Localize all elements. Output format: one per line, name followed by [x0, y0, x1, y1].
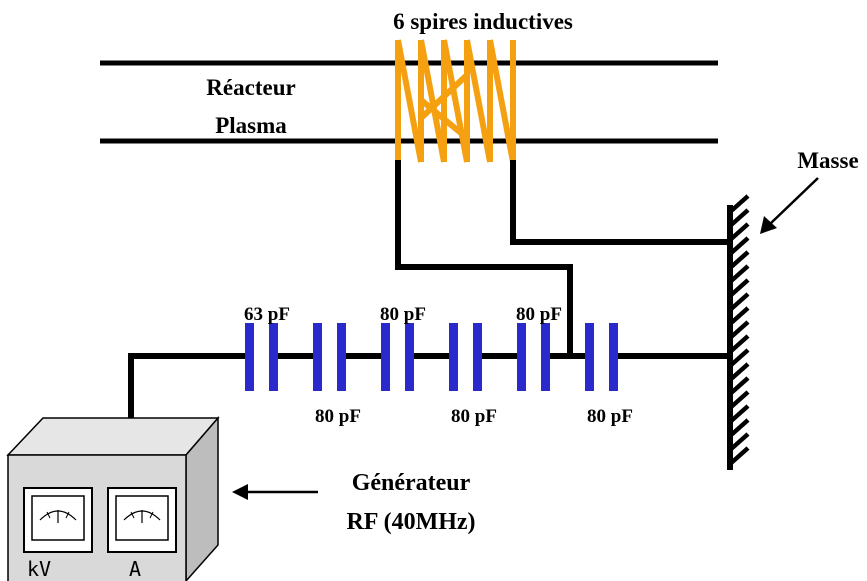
ground-hatch — [728, 390, 750, 410]
capacitor-plate — [473, 323, 482, 391]
capacitor-chain — [245, 323, 618, 391]
coil-connector — [418, 72, 470, 121]
capacitor-plate — [269, 323, 278, 391]
capacitor-label: 80 pF — [516, 304, 562, 325]
coil-connector — [487, 39, 516, 163]
generator-label-line2: RF (40MHz) — [346, 509, 475, 535]
ground-hatch — [728, 264, 750, 284]
capacitor-plate — [541, 323, 550, 391]
capacitor — [585, 323, 618, 391]
capacitor-plate — [337, 323, 346, 391]
generator-top-face — [6, 417, 220, 456]
ground-hatch — [728, 334, 750, 354]
ampere-meter-label: A — [129, 557, 141, 581]
coil-title: 6 spires inductives — [393, 9, 573, 34]
capacitor-label: 80 pF — [587, 406, 633, 427]
coil-connector — [441, 39, 470, 163]
coil-left-lead — [395, 160, 573, 357]
coil-connector — [419, 97, 469, 141]
capacitor-label: 80 pF — [451, 406, 497, 427]
capacitor-label: 80 pF — [315, 406, 361, 427]
generator-arrow — [232, 484, 318, 500]
ground-hatch — [728, 376, 750, 396]
ground-hatch — [728, 348, 750, 368]
ground-hatch — [728, 292, 750, 312]
capacitor-plate — [585, 323, 594, 391]
ground-hatch — [728, 320, 750, 340]
ground-hatch — [728, 278, 750, 298]
capacitor — [517, 323, 550, 391]
ground-hatch — [728, 418, 750, 438]
ampere-meter: A — [107, 487, 177, 581]
ground-label: Masse — [797, 148, 858, 173]
generator-lead — [128, 353, 245, 418]
reactor-label-line1: Réacteur — [206, 75, 295, 100]
capacitor-plate — [313, 323, 322, 391]
capacitor — [245, 323, 278, 391]
capacitor-plate — [517, 323, 526, 391]
capacitor-plate — [405, 323, 414, 391]
ground-hatch — [728, 446, 750, 466]
coil-connector — [464, 39, 493, 163]
reactor-label-line2: Plasma — [215, 113, 287, 138]
ground-hatch — [728, 222, 750, 242]
capacitor — [313, 323, 346, 391]
capacitor — [381, 323, 414, 391]
ground-arrow — [760, 177, 819, 234]
ground-hatch — [728, 194, 750, 214]
capacitor-label: 80 pF — [380, 304, 426, 325]
capacitor — [449, 323, 482, 391]
kv-meter: kV — [23, 487, 93, 581]
coil-connector — [418, 39, 447, 163]
capacitor-plate — [381, 323, 390, 391]
capacitor-plate — [245, 323, 254, 391]
ground-hatch — [728, 250, 750, 270]
ground-hatch — [728, 404, 750, 424]
ground-hatch — [728, 432, 750, 452]
ground-symbol — [727, 194, 750, 470]
ground-hatch — [728, 362, 750, 382]
coil-right-lead — [510, 160, 730, 245]
capacitor-plate — [609, 323, 618, 391]
capacitor-plate — [449, 323, 458, 391]
ground-hatch — [728, 208, 750, 228]
wiring — [128, 160, 730, 418]
kv-meter-label: kV — [27, 557, 51, 581]
rf-generator: kV A — [6, 415, 220, 581]
inductive-coil — [395, 39, 516, 163]
generator-label-line1: Générateur — [352, 470, 471, 496]
ground-hatch — [728, 306, 750, 326]
ground-hatch — [728, 236, 750, 256]
coil-connector — [395, 39, 424, 163]
capacitor-label: 63 pF — [244, 304, 290, 325]
